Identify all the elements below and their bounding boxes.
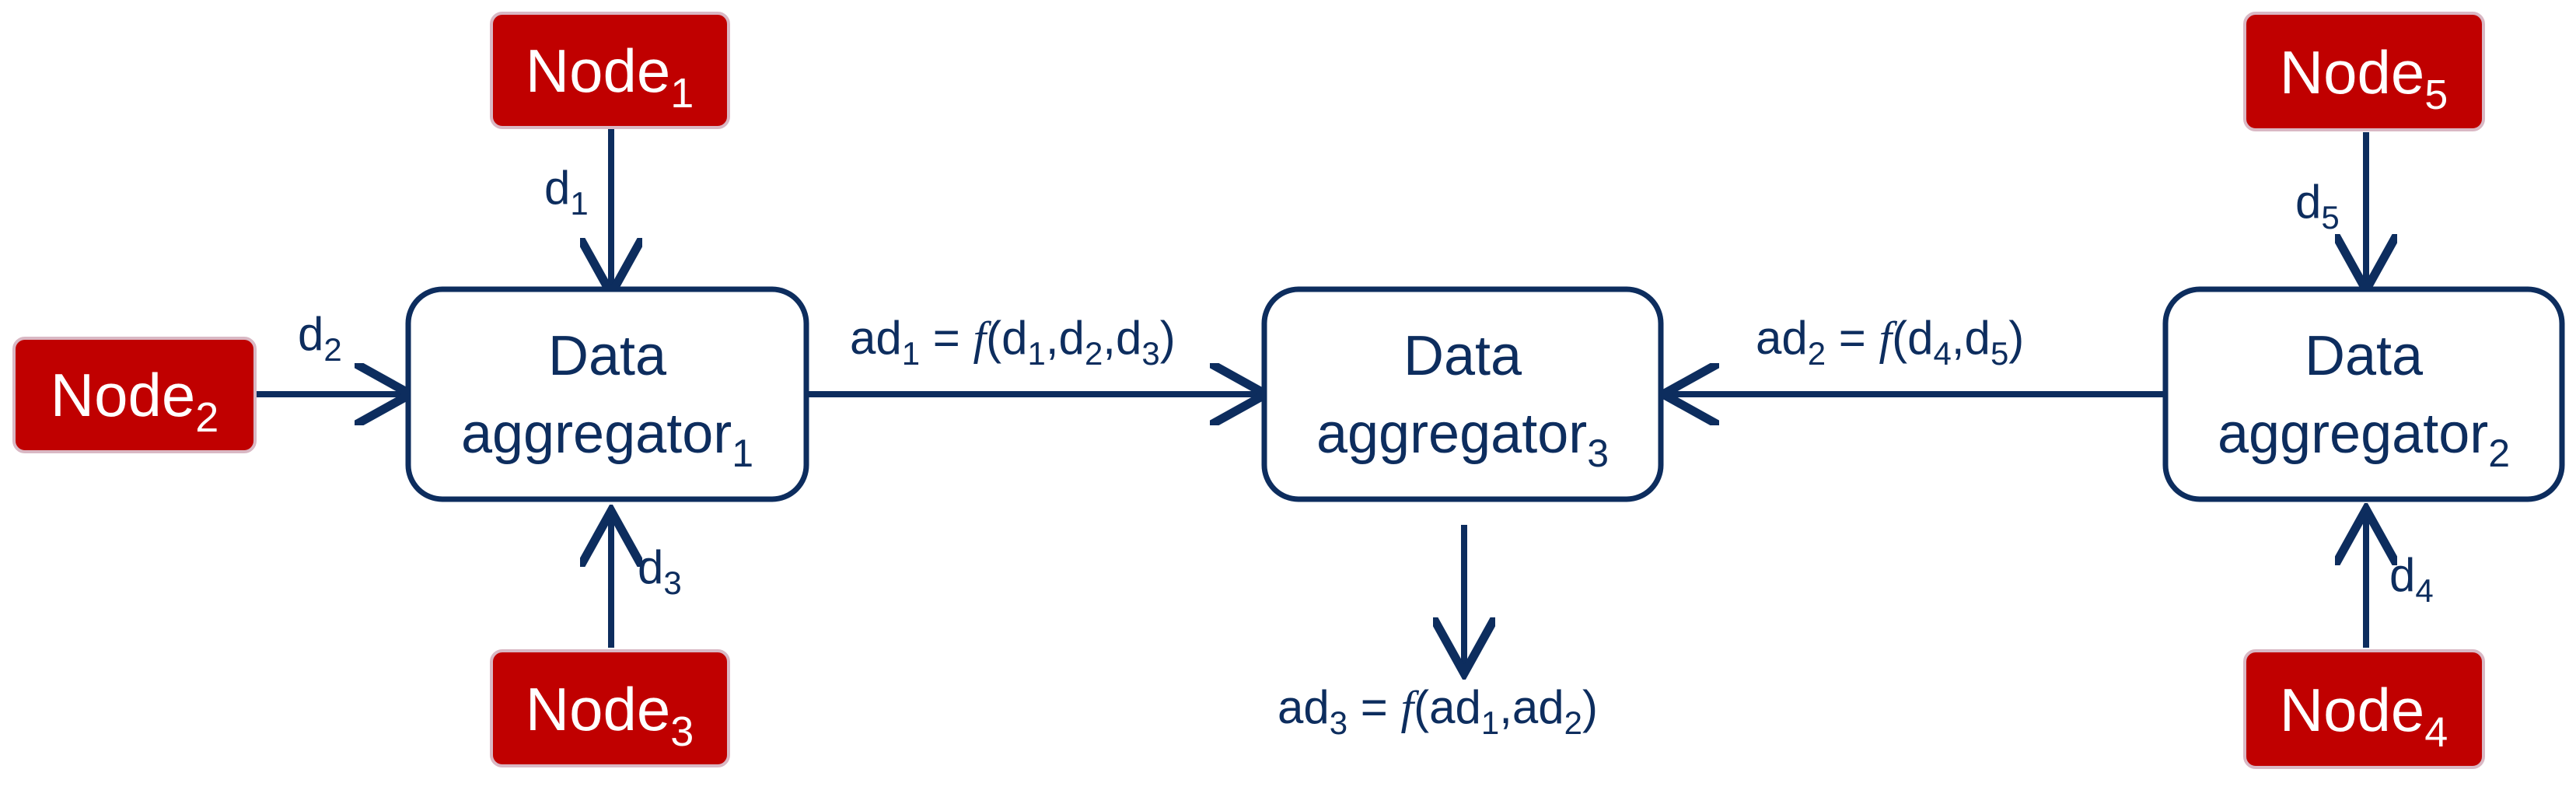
svg-text:aggregator1: aggregator1 xyxy=(461,403,753,475)
node-3: Node3 xyxy=(490,649,730,767)
node-2-subscript: 2 xyxy=(195,394,218,441)
node-1: Node1 xyxy=(490,12,730,129)
edge-label-d3: d3 xyxy=(638,541,682,601)
edge-label-d2: d2 xyxy=(298,308,342,368)
node-2-label: Node xyxy=(51,361,195,429)
aggregator-3-line2: aggregator xyxy=(1316,403,1587,465)
aggregator-2-line2: aggregator xyxy=(2218,403,2488,465)
edge-label-d5: d5 xyxy=(2295,176,2340,236)
edge-label-d1: d1 xyxy=(544,162,589,222)
aggregator-1-line2: aggregator xyxy=(461,403,732,465)
node-4-label: Node xyxy=(2280,676,2424,744)
aggregator-3-line1: Data xyxy=(1403,325,1522,387)
svg-text:aggregator3: aggregator3 xyxy=(1316,403,1609,475)
data-aggregator-3: Data aggregator3 xyxy=(1261,286,1664,502)
aggregator-3-subscript: 3 xyxy=(1587,432,1609,475)
edge-label-ad3: ad3 = f(ad1,ad2) xyxy=(1278,681,1598,741)
node-5-subscript: 5 xyxy=(2424,72,2448,118)
node-4: Node4 xyxy=(2243,649,2485,769)
aggregator-1-line1: Data xyxy=(548,325,667,387)
node-4-subscript: 4 xyxy=(2424,709,2448,756)
svg-text:Node2: Node2 xyxy=(51,361,219,441)
node-5-label: Node xyxy=(2280,38,2424,107)
node-1-subscript: 1 xyxy=(670,70,694,117)
edge-label-ad2: ad2 = f(d4,d5) xyxy=(1756,312,2024,372)
node-3-subscript: 3 xyxy=(670,708,694,755)
svg-text:Node4: Node4 xyxy=(2280,676,2448,756)
node-2: Node2 xyxy=(12,337,257,453)
aggregator-2-subscript: 2 xyxy=(2488,432,2510,475)
data-aggregator-1: Data aggregator1 xyxy=(405,286,809,502)
aggregator-1-subscript: 1 xyxy=(732,432,753,475)
svg-text:Node1: Node1 xyxy=(526,37,694,117)
svg-text:aggregator2: aggregator2 xyxy=(2218,403,2510,475)
aggregator-2-line1: Data xyxy=(2305,325,2424,387)
node-5: Node5 xyxy=(2243,12,2485,131)
svg-text:Node3: Node3 xyxy=(526,675,694,755)
node-1-label: Node xyxy=(526,37,670,105)
svg-text:Node5: Node5 xyxy=(2280,38,2448,118)
node-3-label: Node xyxy=(526,675,670,743)
data-aggregator-2: Data aggregator2 xyxy=(2162,286,2565,502)
edge-label-ad1: ad1 = f(d1,d2,d3) xyxy=(850,312,1176,372)
edge-label-d4: d4 xyxy=(2389,549,2434,609)
